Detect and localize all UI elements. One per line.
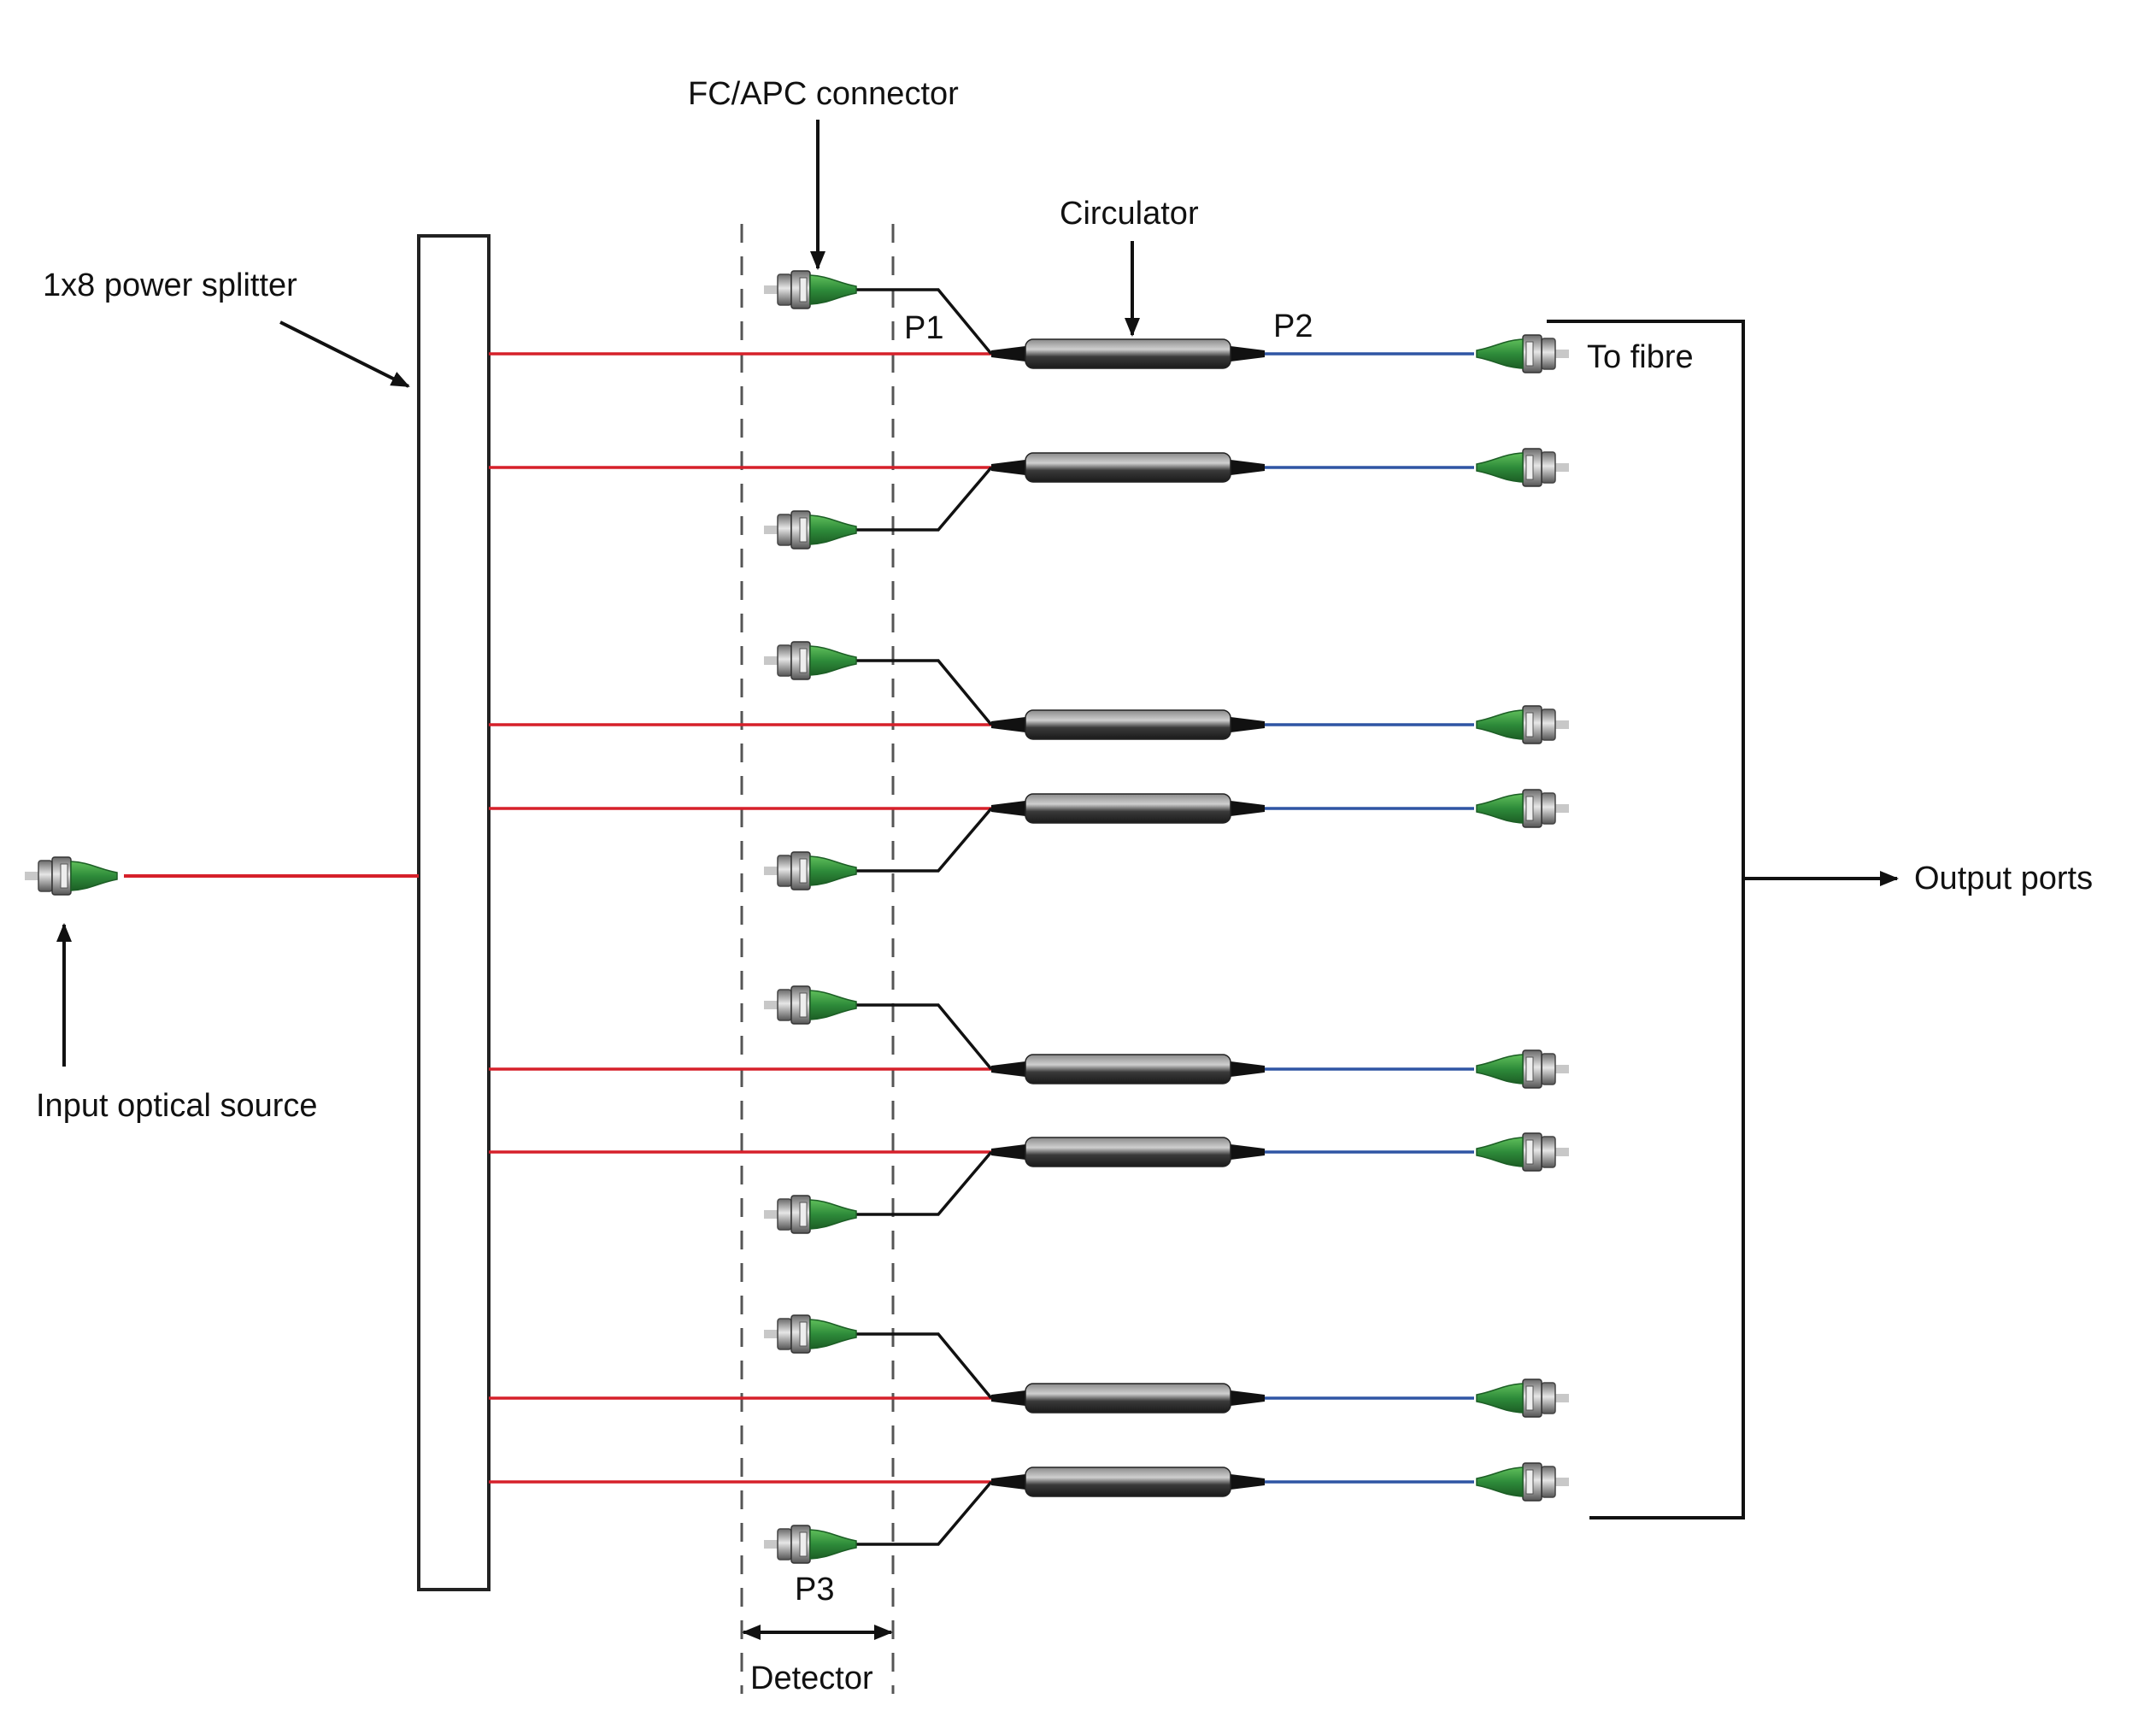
detector-fibre: [855, 466, 993, 532]
channel-5: [489, 985, 1569, 1089]
channel-7: [489, 1314, 1569, 1418]
channel-2: [489, 448, 1569, 550]
fc-apc-connector-icon: [764, 641, 857, 680]
fc-apc-connector-icon: [1476, 448, 1569, 487]
fc-apc-connector-icon: [764, 985, 857, 1025]
detector-fibre: [855, 1003, 993, 1071]
circulator-icon: [991, 338, 1265, 369]
fc-apc-connector-icon: [764, 270, 857, 309]
fc-apc-connector-icon: [764, 510, 857, 550]
fc-apc-connector-icon: [764, 1525, 857, 1564]
detector-fibre: [855, 1150, 993, 1216]
fc-apc-connector-icon: [25, 856, 118, 896]
to-fibre-label: To fibre: [1587, 339, 1694, 375]
circulator-icon: [991, 1467, 1265, 1497]
fc-apc-connector-icon: [1476, 1049, 1569, 1089]
circulator-icon: [991, 1054, 1265, 1084]
channel-1: [489, 270, 1569, 373]
p2-label: P2: [1273, 309, 1313, 344]
output-bracket: [1547, 320, 1745, 1519]
channels-group: [489, 270, 1569, 1564]
output-ports-label: Output ports: [1914, 861, 2093, 896]
channel-6: [489, 1132, 1569, 1234]
detector-fibre: [855, 807, 993, 873]
circulator-icon: [991, 709, 1265, 740]
fc-apc-connector-icon: [764, 1195, 857, 1234]
detector-label: Detector: [750, 1661, 873, 1696]
channel-8: [489, 1462, 1569, 1564]
fc-apc-connector-icon: [764, 851, 857, 891]
channel-4: [489, 789, 1569, 891]
power-splitter-box: [417, 234, 491, 1591]
input-source-label: Input optical source: [36, 1088, 318, 1124]
channel-3: [489, 641, 1569, 744]
fc-apc-connector-icon: [1476, 334, 1569, 373]
detector-fibre: [855, 659, 993, 726]
splitter-label: 1x8 power splitter: [43, 267, 297, 303]
fc-apc-connector-icon: [764, 1314, 857, 1354]
p3-label: P3: [795, 1572, 834, 1608]
circulator-icon: [991, 793, 1265, 824]
fc-apc-connector-icon: [1476, 1462, 1569, 1502]
circulator-icon: [991, 1383, 1265, 1414]
splitter-arrow: [279, 320, 410, 388]
fc-apc-label: FC/APC connector: [688, 76, 959, 112]
circulator-icon: [991, 1137, 1265, 1167]
detector-fibre: [855, 1480, 993, 1546]
detector-fibre: [855, 288, 993, 356]
circulator-label: Circulator: [1060, 196, 1199, 232]
fc-apc-connector-icon: [1476, 1132, 1569, 1172]
p1-label: P1: [904, 310, 943, 346]
detector-fibre: [855, 1332, 993, 1400]
fc-apc-connector-icon: [1476, 705, 1569, 744]
fc-apc-connector-icon: [1476, 789, 1569, 828]
circulator-icon: [991, 452, 1265, 483]
fc-apc-connector-icon: [1476, 1378, 1569, 1418]
